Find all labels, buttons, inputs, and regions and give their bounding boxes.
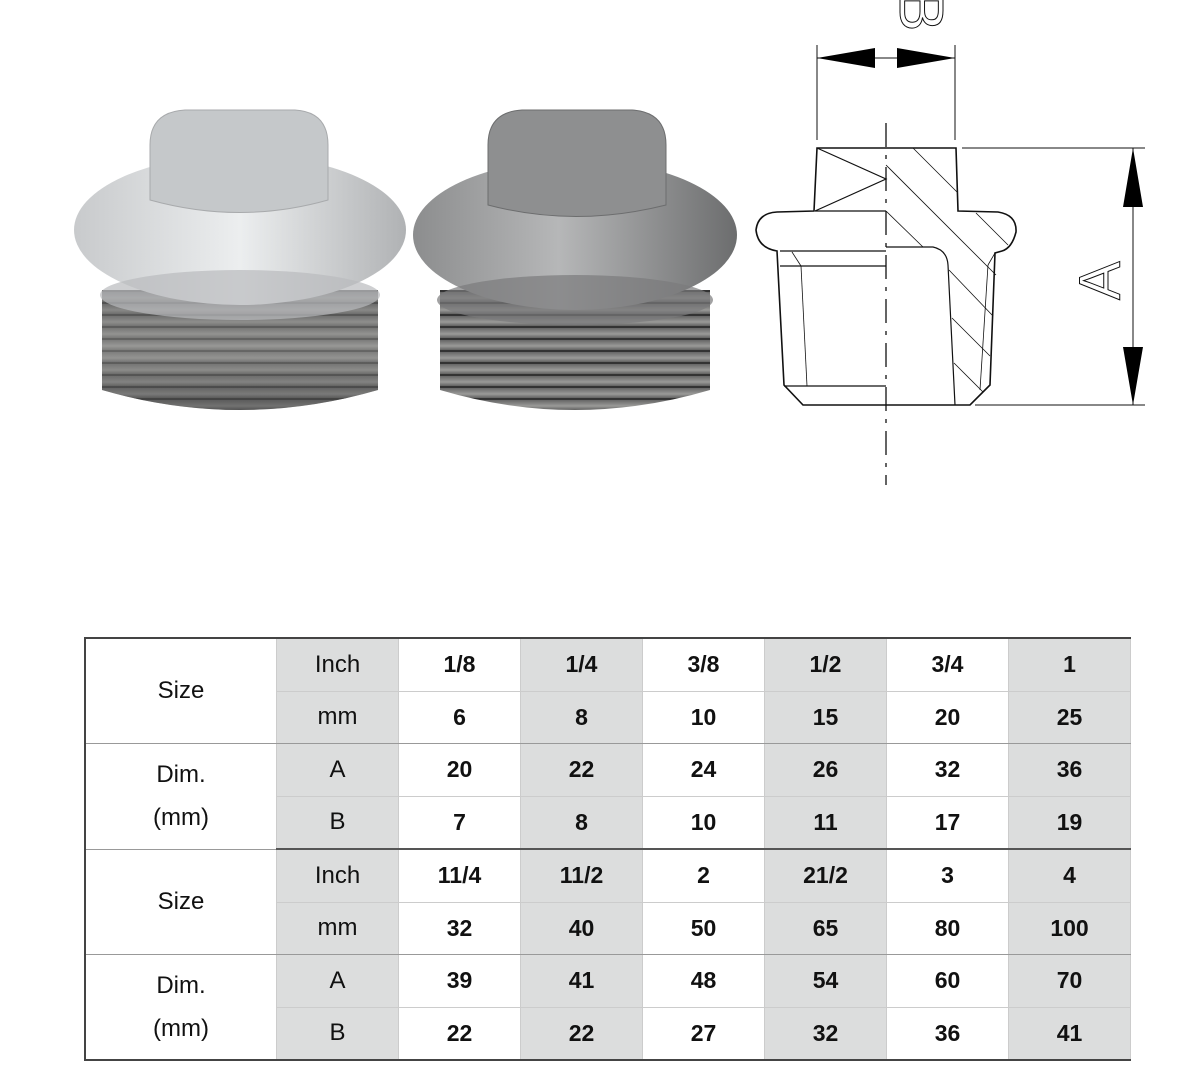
- table-cell: 3: [886, 849, 1009, 903]
- table-cell: 22: [520, 1007, 643, 1060]
- table-cell: 25: [1008, 691, 1131, 744]
- row-label: A: [276, 743, 399, 797]
- table-cell: 10: [642, 691, 765, 744]
- dimension-a: A: [962, 147, 1145, 406]
- table-cell: 39: [398, 954, 521, 1008]
- size-label-text: Size: [157, 888, 205, 916]
- table-cell: 4: [1008, 849, 1131, 903]
- size-label: Size: [85, 638, 277, 744]
- table-cell: 19: [1008, 796, 1131, 850]
- table-cell: 32: [886, 743, 1009, 797]
- table-cell: 17: [886, 796, 1009, 850]
- dim-label-text: Dim.: [156, 971, 206, 999]
- table-cell: 10: [642, 796, 765, 850]
- black-iron-plug-photo: [413, 109, 737, 410]
- table-cell: 36: [886, 1007, 1009, 1060]
- row-label: Inch: [276, 849, 399, 903]
- table-cell: 22: [398, 1007, 521, 1060]
- table-cell: 8: [520, 691, 643, 744]
- dimension-b: B: [816, 0, 956, 140]
- table-cell: 3/4: [886, 638, 1009, 692]
- dim-unit-text: (mm): [153, 1015, 209, 1042]
- table-cell: 1: [1008, 638, 1131, 692]
- table-cell: 40: [520, 902, 643, 955]
- table-cell: 8: [520, 796, 643, 850]
- table-cell: 1/8: [398, 638, 521, 692]
- table-cell: 7: [398, 796, 521, 850]
- dim-label: Dim. (mm): [85, 954, 277, 1061]
- table-cell: 11/2: [520, 849, 643, 903]
- table-cell: 1/4: [520, 638, 643, 692]
- table-cell: 54: [764, 954, 887, 1008]
- row-label: mm: [276, 691, 399, 744]
- row-label: B: [276, 1007, 399, 1060]
- row-label: B: [276, 796, 399, 850]
- table-cell: 6: [398, 691, 521, 744]
- row-label: A: [276, 954, 399, 1008]
- size-label-text: Size: [157, 677, 205, 705]
- row-label: Inch: [276, 638, 399, 692]
- dim-label: Dim. (mm): [85, 743, 277, 850]
- table-cell: 20: [886, 691, 1009, 744]
- table-cell: 11: [764, 796, 887, 850]
- table-cell: 15: [764, 691, 887, 744]
- table-cell: 21/2: [764, 849, 887, 903]
- table-cell: 80: [886, 902, 1009, 955]
- table-cell: 1/2: [764, 638, 887, 692]
- row-label: mm: [276, 902, 399, 955]
- table-cell: 65: [764, 902, 887, 955]
- table-cell: 36: [1008, 743, 1131, 797]
- table-cell: 70: [1008, 954, 1131, 1008]
- table-cell: 60: [886, 954, 1009, 1008]
- table-cell: 32: [764, 1007, 887, 1060]
- table-cell: 41: [1008, 1007, 1131, 1060]
- table-cell: 41: [520, 954, 643, 1008]
- table-cell: 50: [642, 902, 765, 955]
- table-cell: 20: [398, 743, 521, 797]
- dim-unit-text: (mm): [153, 804, 209, 832]
- table-cell: 100: [1008, 902, 1131, 955]
- size-label: Size: [85, 849, 277, 955]
- table-cell: 26: [764, 743, 887, 797]
- table-cell: 3/8: [642, 638, 765, 692]
- table-cell: 27: [642, 1007, 765, 1060]
- table-cell: 24: [642, 743, 765, 797]
- dimension-drawing: B: [755, 0, 1145, 485]
- galvanized-plug-photo: [74, 109, 406, 410]
- dim-label-text: Dim.: [156, 761, 206, 789]
- table-cell: 11/4: [398, 849, 521, 903]
- table-cell: 2: [642, 849, 765, 903]
- dimension-a-label: A: [1068, 261, 1133, 300]
- table-cell: 22: [520, 743, 643, 797]
- dimension-b-label: B: [886, 0, 955, 31]
- table-cell: 48: [642, 954, 765, 1008]
- plug-section: [755, 147, 1017, 406]
- table-cell: 32: [398, 902, 521, 955]
